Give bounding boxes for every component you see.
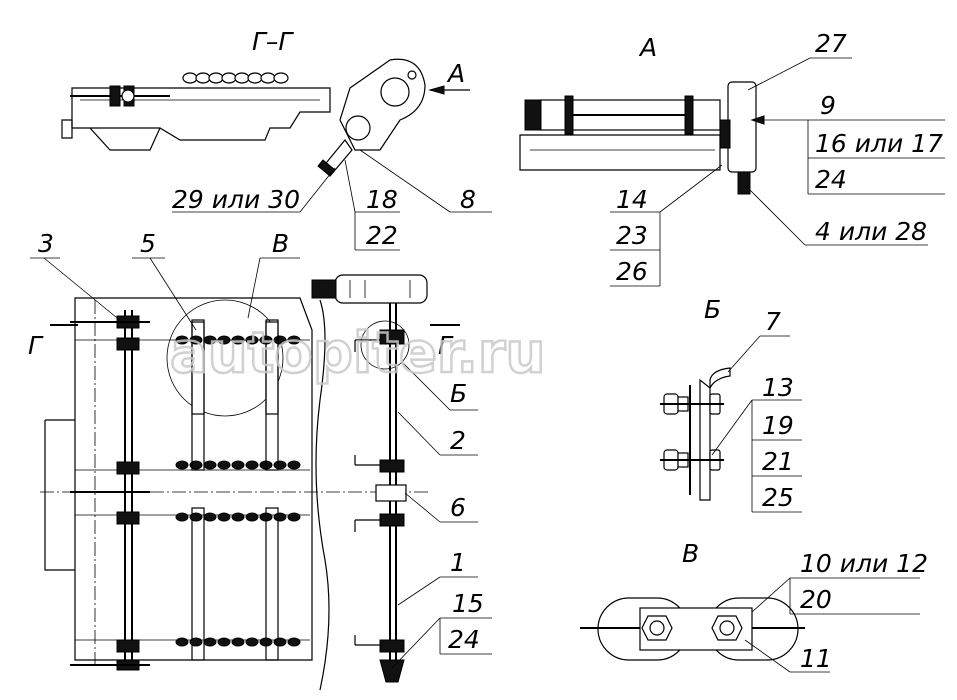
- svg-text:А: А: [446, 59, 465, 88]
- tensioner-left: [70, 85, 170, 107]
- section-gg-title: Г–Г: [252, 27, 294, 56]
- label-7: 7: [765, 307, 781, 336]
- leader-10-12: [751, 577, 791, 613]
- section-gg-view: Г–Г: [61, 27, 492, 251]
- leader-11: [744, 639, 791, 673]
- label-3: 3: [38, 229, 54, 258]
- label-24-a: 24: [815, 165, 847, 194]
- chain-binding-upper: [166, 299, 301, 471]
- label-18: 18: [366, 185, 398, 214]
- leader-v: [247, 257, 261, 319]
- leader-2: [397, 411, 441, 456]
- label-2: 2: [450, 426, 466, 455]
- leader-15: [391, 617, 441, 669]
- leader-7: [727, 335, 761, 373]
- callout-b-label: Б: [450, 379, 467, 408]
- label-9: 9: [820, 91, 836, 120]
- view-a-title: А: [638, 33, 657, 62]
- label-6: 6: [450, 493, 466, 522]
- leader-29-30: [299, 167, 336, 213]
- leader-13: [711, 399, 753, 456]
- leader-18: [344, 159, 356, 213]
- label-20: 20: [800, 585, 832, 614]
- label-26: 26: [616, 257, 648, 286]
- label-1: 1: [450, 548, 466, 577]
- frame-left-edge: [44, 419, 75, 571]
- label-16-17: 16 или 17: [815, 129, 943, 158]
- chain-binding-lower: [175, 507, 301, 661]
- label-8: 8: [460, 185, 476, 214]
- break-line-right: [315, 299, 330, 691]
- bolt-head-left: [641, 615, 673, 641]
- leader-6: [404, 492, 441, 523]
- view-b-title: Б: [704, 295, 721, 324]
- label-11: 11: [800, 644, 832, 673]
- main-plan-view: Г Г: [28, 229, 492, 691]
- bolt-head-right: [711, 615, 743, 641]
- frame-body: [71, 87, 331, 141]
- label-10-12: 10 или 12: [800, 549, 928, 578]
- label-15: 15: [452, 589, 484, 618]
- chain-row-top: [182, 72, 289, 84]
- plan-outline: [74, 297, 313, 661]
- label-13: 13: [762, 373, 794, 402]
- callout-v-label: В: [272, 229, 289, 258]
- frame-end: [61, 119, 73, 139]
- label-29-30: 29 или 30: [172, 185, 300, 214]
- label-23: 23: [616, 221, 648, 250]
- section-mark-left: Г: [28, 324, 78, 360]
- svg-text:Г: Г: [28, 331, 44, 360]
- label-5: 5: [140, 229, 156, 258]
- left-rod: [70, 310, 150, 671]
- leader-8: [359, 149, 451, 213]
- callout-circle-v: [166, 299, 284, 417]
- view-v: В 10 или 12 20 11: [580, 539, 928, 673]
- view-b: Б 7 13 19 21 25: [660, 295, 802, 513]
- watermark: autopiter.ru: [170, 321, 545, 386]
- svg-text:Г: Г: [438, 331, 454, 360]
- angle-bracket: [699, 367, 731, 501]
- leader-3: [43, 257, 123, 323]
- frame-bracket: [89, 127, 161, 151]
- callout-circle-b: [360, 320, 410, 370]
- label-22: 22: [366, 221, 398, 250]
- arrow-a: А: [428, 59, 470, 95]
- view-v-title: В: [682, 539, 699, 568]
- view-a: А 27 9 16 или 17 24 4 или 28 14 23: [519, 29, 945, 287]
- leader-5: [149, 257, 197, 331]
- right-rod: [311, 274, 428, 683]
- label-21: 21: [762, 447, 794, 476]
- section-mark-right: Г: [430, 324, 460, 360]
- label-19: 19: [762, 411, 794, 440]
- leader-1: [397, 576, 441, 606]
- label-27: 27: [815, 29, 847, 58]
- label-25: 25: [762, 483, 794, 512]
- label-4-28: 4 или 28: [815, 217, 927, 246]
- label-14: 14: [616, 185, 648, 214]
- label-24-b: 24: [448, 625, 480, 654]
- hook-eye: [317, 58, 426, 177]
